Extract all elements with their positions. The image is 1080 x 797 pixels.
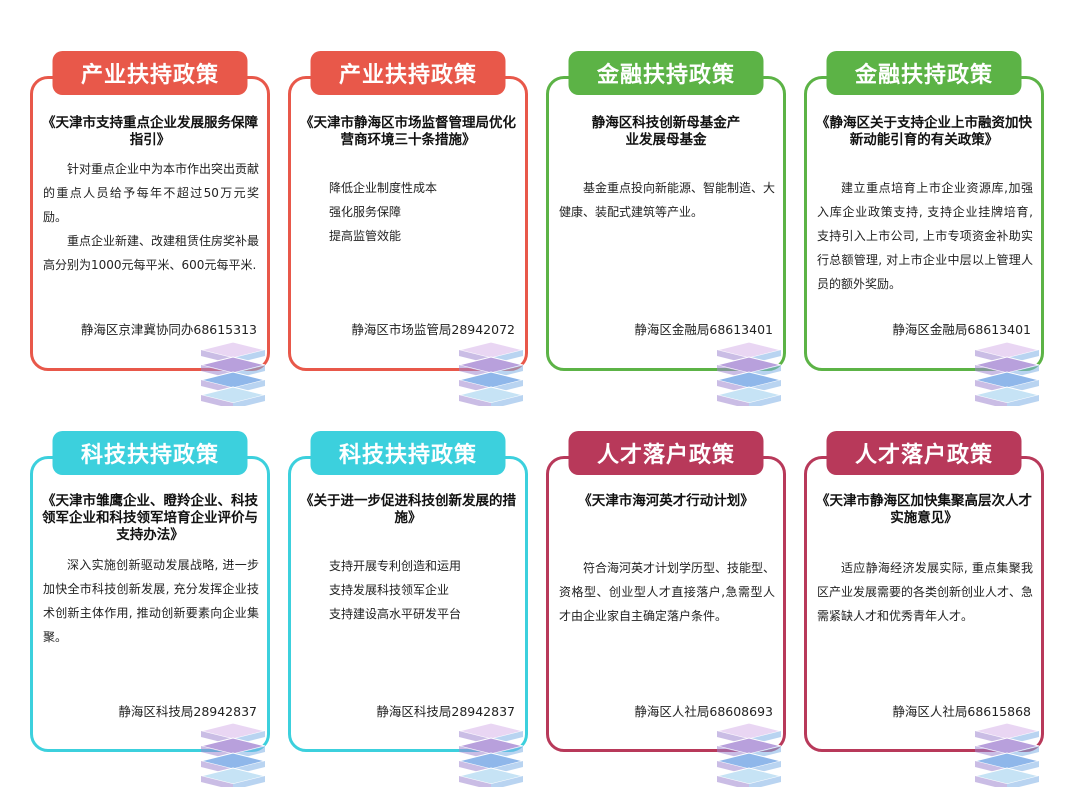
policy-bullet: 提高监管效能	[329, 229, 402, 243]
policy-document-title: 静海区科技创新母基金产业发展母基金	[591, 115, 741, 148]
policy-description: 深入实施创新驱动发展战略, 进一步加快全市科技创新发展, 充分发挥企业技术创新主…	[43, 553, 259, 649]
policy-document-title: 《天津市海河英才行动计划》	[578, 493, 754, 509]
policy-card-finance-1: 金融扶持政策 静海区科技创新母基金产业发展母基金 基金重点投向新能源、智能制造、…	[546, 51, 786, 406]
policy-card-tech-2: 科技扶持政策 《关于进一步促进科技创新发展的措施》 支持开展专利创造和运用 支持…	[288, 431, 528, 787]
policy-description: 建立重点培育上市企业资源库,加强入库企业政策支持, 支持企业挂牌培育, 支持引入…	[817, 176, 1033, 296]
policy-paragraph: 深入实施创新驱动发展战略, 进一步加快全市科技创新发展, 充分发挥企业技术创新主…	[43, 558, 259, 644]
card-banner: 人才落户政策	[568, 431, 764, 475]
policy-document-title: 《天津市支持重点企业发展服务保障指引》	[42, 115, 258, 148]
card-banner: 产业扶持政策	[52, 51, 248, 95]
card-banner: 产业扶持政策	[310, 51, 506, 95]
policy-description: 针对重点企业中为本市作出突出贡献的重点人员给予每年不超过50万元奖励。 重点企业…	[43, 157, 259, 277]
policy-card-tech-1: 科技扶持政策 《天津市雏鹰企业、瞪羚企业、科技领军企业和科技领军培育企业评价与支…	[30, 431, 270, 787]
policy-paragraph: 建立重点培育上市企业资源库,加强入库企业政策支持, 支持企业挂牌培育, 支持引入…	[817, 181, 1033, 291]
contact-info: 静海区科技局28942837	[118, 704, 257, 719]
policy-description: 适应静海经济发展实际, 重点集聚我区产业发展需要的各类创新创业人才、急需紧缺人才…	[817, 556, 1033, 628]
book-stack-icon	[716, 722, 782, 787]
contact-info: 静海区金融局68613401	[634, 322, 773, 337]
policy-bullet: 支持建设高水平研发平台	[329, 607, 462, 621]
contact-info: 静海区市场监管局28942072	[351, 322, 515, 337]
card-banner: 人才落户政策	[826, 431, 1022, 475]
book-stack-icon	[716, 341, 782, 406]
contact-info: 静海区人社局68608693	[634, 704, 773, 719]
book-stack-icon	[458, 722, 524, 787]
book-stack-icon	[974, 341, 1040, 406]
policy-bullet: 支持发展科技领军企业	[329, 583, 450, 597]
book-stack-icon	[200, 341, 266, 406]
policy-card-industry-2: 产业扶持政策 《天津市静海区市场监督管理局优化营商环境三十条措施》 降低企业制度…	[288, 51, 528, 406]
card-banner: 科技扶持政策	[310, 431, 506, 475]
policy-card-industry-1: 产业扶持政策 《天津市支持重点企业发展服务保障指引》 针对重点企业中为本市作出突…	[30, 51, 270, 406]
card-banner: 科技扶持政策	[52, 431, 248, 475]
book-stack-icon	[458, 341, 524, 406]
card-banner: 金融扶持政策	[826, 51, 1022, 95]
policy-card-talent-1: 人才落户政策 《天津市海河英才行动计划》 符合海河英才计划学历型、技能型、资格型…	[546, 431, 786, 787]
policy-description: 降低企业制度性成本 强化服务保障 提高监管效能	[301, 176, 517, 248]
policy-card-talent-2: 人才落户政策 《天津市静海区加快集聚高层次人才实施意见》 适应静海经济发展实际,…	[804, 431, 1044, 787]
contact-info: 静海区京津冀协同办68615313	[80, 322, 257, 337]
policy-bullet: 支持开展专利创造和运用	[329, 559, 462, 573]
policy-description: 符合海河英才计划学历型、技能型、资格型、创业型人才直接落户,急需型人才由企业家自…	[559, 556, 775, 628]
policy-paragraph: 重点企业新建、改建租赁住房奖补最高分别为1000元每平米、600元每平米.	[43, 234, 260, 272]
card-banner: 金融扶持政策	[568, 51, 764, 95]
policy-paragraph: 符合海河英才计划学历型、技能型、资格型、创业型人才直接落户,急需型人才由企业家自…	[559, 561, 776, 623]
contact-info: 静海区人社局68615868	[892, 704, 1031, 719]
policy-description: 基金重点投向新能源、智能制造、大健康、装配式建筑等产业。	[559, 176, 775, 224]
policy-document-title: 《天津市静海区市场监督管理局优化营商环境三十条措施》	[300, 115, 516, 148]
contact-info: 静海区金融局68613401	[892, 322, 1031, 337]
policy-card-finance-2: 金融扶持政策 《静海区关于支持企业上市融资加快新动能引育的有关政策》 建立重点培…	[804, 51, 1044, 406]
book-stack-icon	[200, 722, 266, 787]
policy-document-title: 《天津市静海区加快集聚高层次人才实施意见》	[816, 493, 1032, 526]
policy-document-title: 《天津市雏鹰企业、瞪羚企业、科技领军企业和科技领军培育企业评价与支持办法》	[42, 493, 258, 543]
policy-document-title: 《关于进一步促进科技创新发展的措施》	[300, 493, 516, 526]
contact-info: 静海区科技局28942837	[376, 704, 515, 719]
policy-paragraph: 基金重点投向新能源、智能制造、大健康、装配式建筑等产业。	[559, 181, 776, 219]
policy-bullet: 降低企业制度性成本	[329, 181, 438, 195]
policy-document-title: 《静海区关于支持企业上市融资加快新动能引育的有关政策》	[816, 115, 1032, 148]
policy-paragraph: 针对重点企业中为本市作出突出贡献的重点人员给予每年不超过50万元奖励。	[43, 162, 260, 224]
book-stack-icon	[974, 722, 1040, 787]
policy-bullet: 强化服务保障	[329, 205, 402, 219]
policy-paragraph: 适应静海经济发展实际, 重点集聚我区产业发展需要的各类创新创业人才、急需紧缺人才…	[817, 561, 1034, 623]
policy-description: 支持开展专利创造和运用 支持发展科技领军企业 支持建设高水平研发平台	[301, 554, 517, 626]
